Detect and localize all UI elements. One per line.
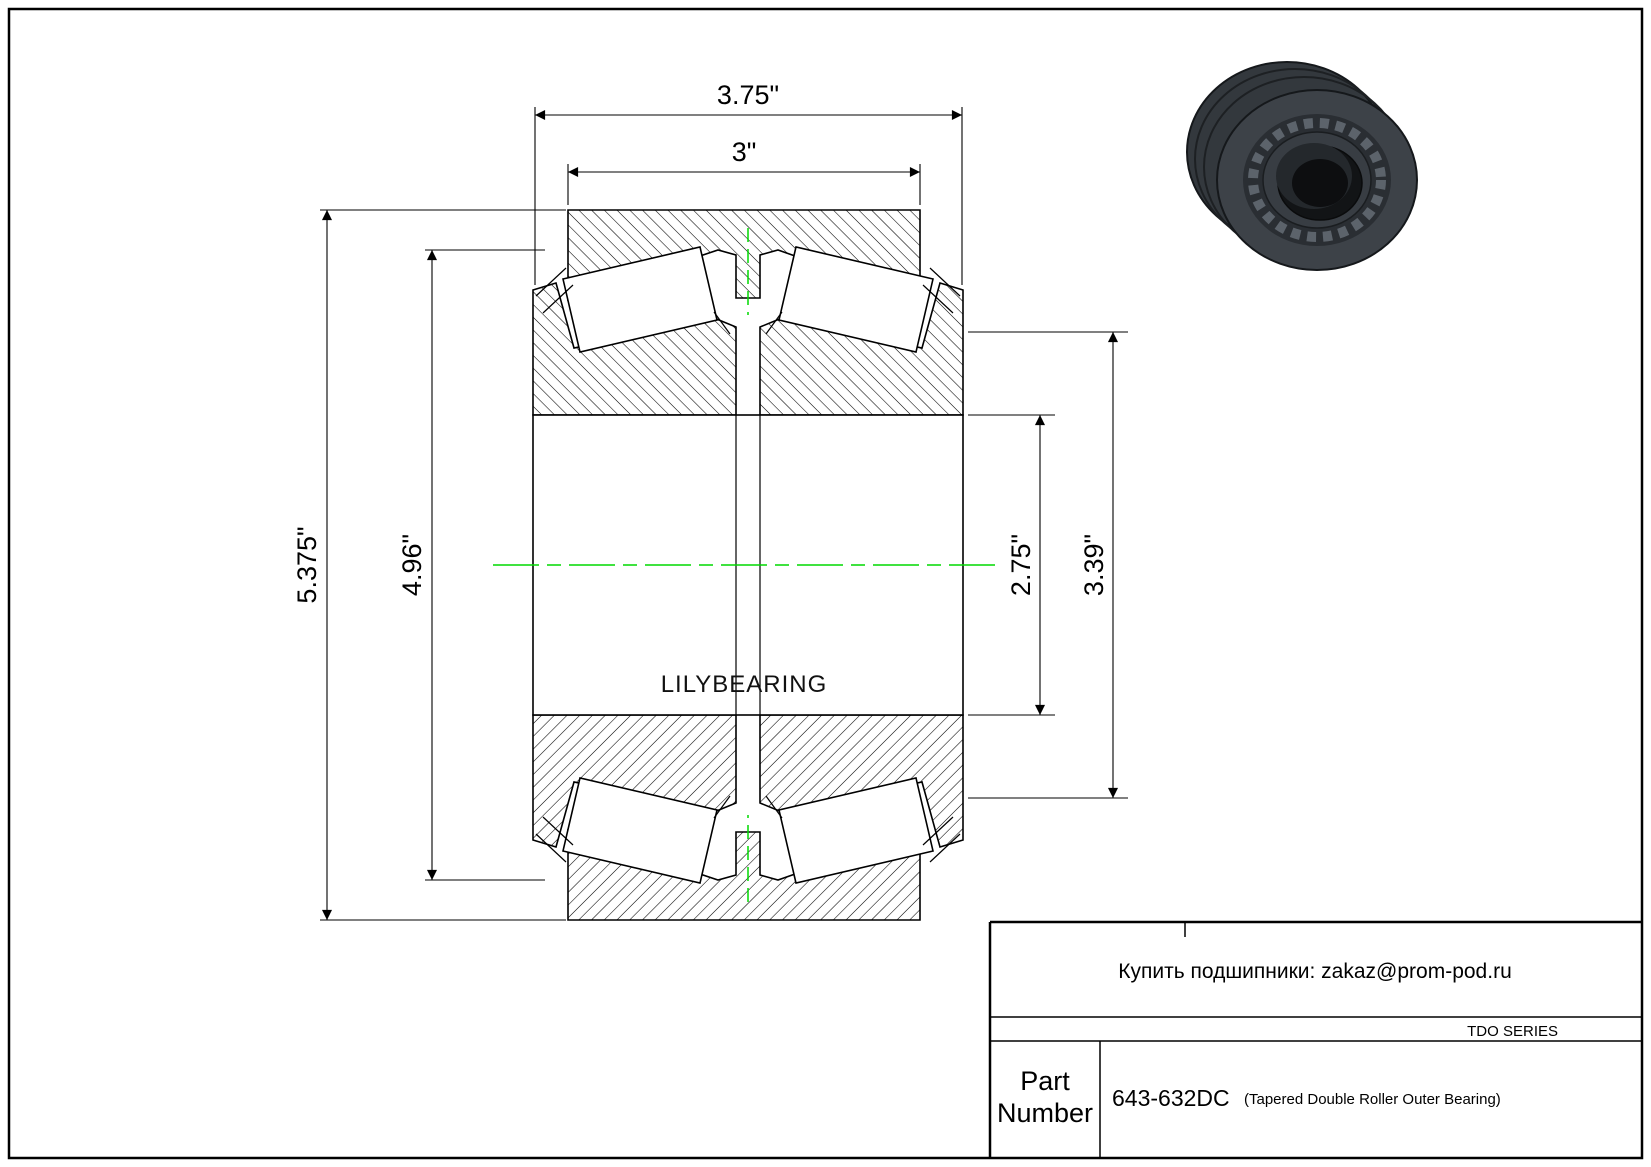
- dim-cone-od: [968, 331, 1128, 799]
- dim-width-inner: [567, 164, 921, 205]
- dim-bore: [968, 414, 1055, 716]
- bearing-3d-bore-depth: [1292, 159, 1348, 207]
- contact-text: Купить подшипники: zakaz@prom-pod.ru: [1118, 960, 1512, 983]
- dim-label-cone-od: 3.39": [1079, 534, 1109, 596]
- part-number-value: 643-632DC: [1112, 1085, 1230, 1111]
- dim-label-width-outer: 3.75": [717, 80, 779, 110]
- bearing-section-top-half: [532, 209, 964, 416]
- dim-label-bore: 2.75": [1006, 534, 1036, 596]
- dimension-lines: [320, 107, 1128, 921]
- dim-label-width-inner: 3": [732, 137, 757, 167]
- dim-cage-od: [425, 249, 545, 881]
- roller-cage-lines: [535, 267, 961, 335]
- dim-od: [320, 209, 566, 921]
- part-description: (Tapered Double Roller Outer Bearing): [1244, 1091, 1501, 1108]
- series-label: TDO SERIES: [1467, 1023, 1558, 1040]
- dim-label-od: 5.375": [292, 526, 322, 603]
- bearing-3d-rollers-ring: [1248, 118, 1386, 242]
- part-number-label-line2: Number: [997, 1098, 1093, 1128]
- dim-label-cage-od: 4.96": [397, 534, 427, 596]
- tapered-roller-left: [562, 246, 718, 353]
- dim-width-outer: [534, 107, 963, 285]
- watermark-text: LILYBEARING: [661, 671, 828, 698]
- bearing-section-bottom-half: [532, 714, 964, 921]
- part-number-label-line1: Part: [1020, 1066, 1070, 1096]
- tapered-roller-right: [778, 246, 934, 353]
- page-border: [7, 7, 1644, 1160]
- title-block: [988, 920, 1641, 1157]
- bearing-3d-render: [1186, 61, 1418, 271]
